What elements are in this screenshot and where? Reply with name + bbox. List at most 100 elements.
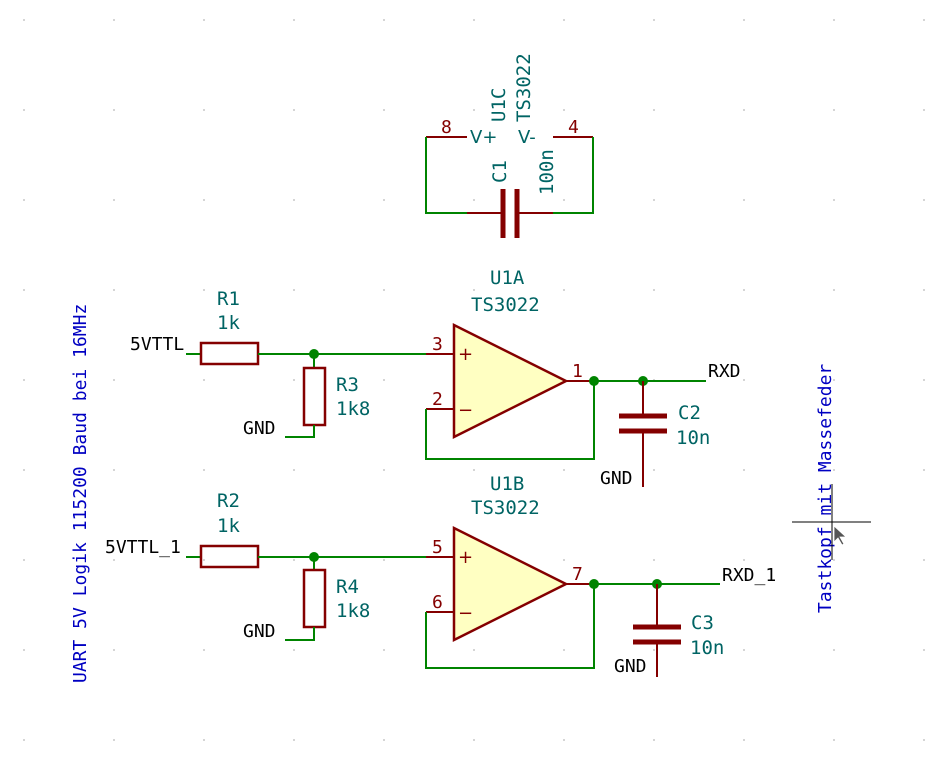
opamp-u1b[interactable]: 5 6 7 + − U1B TS3022	[426, 473, 594, 643]
u1b-pin6-number: 6	[432, 592, 443, 613]
net-label-5vttl: 5VTTL	[130, 334, 184, 355]
grid-dot	[113, 559, 115, 561]
grid-dot	[833, 559, 835, 561]
grid-dot	[833, 739, 835, 741]
grid-dot	[743, 379, 745, 381]
u1b-plus-symbol: +	[458, 547, 473, 568]
grid-dot	[743, 109, 745, 111]
u1a-pin3-number: 3	[432, 334, 443, 355]
resistor-r2[interactable]: R2 1k	[199, 490, 260, 569]
grid-dot	[473, 289, 475, 291]
grid-dot	[743, 559, 745, 561]
resistor-r1[interactable]: R1 1k	[199, 288, 260, 366]
grid-dot	[23, 19, 25, 21]
u1a-ref: U1A	[490, 267, 525, 289]
grid-dot	[383, 109, 385, 111]
grid-dot	[923, 379, 925, 381]
grid-dot	[113, 109, 115, 111]
grid-dot	[833, 199, 835, 201]
wire-u1b-feedback	[425, 584, 595, 669]
grid-dot	[653, 199, 655, 201]
grid-dot	[203, 559, 205, 561]
grid-dot	[653, 739, 655, 741]
pin-8-number: 8	[441, 117, 452, 138]
grid-dot	[293, 109, 295, 111]
net-label-gnd-c3: GND	[614, 656, 647, 677]
grid-dot	[743, 19, 745, 21]
u1b-triangle	[452, 525, 569, 643]
net-label-rxd-1: RXD_1	[722, 565, 776, 586]
grid-dot	[563, 199, 565, 201]
grid-dot	[23, 559, 25, 561]
u1a-plus-symbol: +	[458, 344, 473, 365]
note-tastkopf: Tastkopf mit Massefeder	[815, 364, 836, 613]
grid-dot	[653, 649, 655, 651]
grid-dot	[113, 19, 115, 21]
wire-vplus	[425, 137, 467, 214]
grid-dot	[383, 19, 385, 21]
resistor-r3[interactable]: R3 1k8	[302, 366, 370, 427]
grid-dot	[113, 739, 115, 741]
grid-dot	[563, 739, 565, 741]
opamp-u1a[interactable]: 3 2 1 + − U1A TS3022	[426, 267, 594, 440]
r3-body	[302, 366, 327, 427]
grid-dot	[113, 379, 115, 381]
grid-dot	[293, 199, 295, 201]
r4-value: 1k8	[336, 600, 370, 622]
grid-dot	[23, 379, 25, 381]
u1b-minus-symbol: −	[458, 603, 473, 624]
r4-body	[302, 568, 327, 629]
grid-dot	[383, 739, 385, 741]
c3-ref: C3	[691, 612, 714, 634]
grid-dot	[563, 559, 565, 561]
u1b-value: TS3022	[471, 497, 540, 519]
u1a-triangle	[452, 322, 569, 440]
c1-value: 100n	[536, 149, 558, 195]
resistor-r4[interactable]: R4 1k8	[302, 568, 370, 629]
grid-dot	[743, 739, 745, 741]
grid-dot	[923, 739, 925, 741]
note-uart: UART 5V Logik 115200 Baud bei 16MHz	[70, 304, 91, 683]
grid-dot	[23, 739, 25, 741]
grid-dot	[923, 19, 925, 21]
grid-dot	[293, 649, 295, 651]
grid-dot	[833, 469, 835, 471]
wire-r4-gnd	[285, 627, 315, 641]
u1a-pin2-number: 2	[432, 389, 443, 410]
grid-dot	[203, 379, 205, 381]
grid-dot	[23, 289, 25, 291]
u1a-minus-symbol: −	[458, 400, 473, 421]
grid-dot	[203, 199, 205, 201]
grid-dot	[473, 109, 475, 111]
grid-dot	[833, 649, 835, 651]
u1a-pin1-number: 1	[572, 361, 583, 382]
grid-dot	[743, 199, 745, 201]
net-label-gnd-r3: GND	[243, 418, 276, 439]
grid-dot	[923, 559, 925, 561]
c3-value: 10n	[690, 637, 724, 659]
grid-dot	[473, 19, 475, 21]
u1c-ref: U1C	[488, 88, 510, 122]
grid-dot	[383, 379, 385, 381]
grid-dot	[743, 289, 745, 291]
capacitor-c2[interactable]: C2 10n	[619, 381, 710, 487]
grid-dot	[23, 469, 25, 471]
pin-4-number: 4	[568, 117, 579, 138]
grid-dot	[113, 289, 115, 291]
u1b-pin7-number: 7	[572, 564, 583, 585]
grid-dot	[563, 469, 565, 471]
capacitor-c1[interactable]: C1 100n	[467, 149, 558, 238]
grid-dot	[923, 289, 925, 291]
grid-dot	[203, 649, 205, 651]
power-unit-u1c[interactable]: 8 4 V+ V- U1C TS3022	[426, 53, 593, 148]
grid-dot	[653, 19, 655, 21]
capacitor-c3[interactable]: C3 10n	[633, 584, 724, 677]
grid-dot	[563, 289, 565, 291]
grid-dot	[653, 109, 655, 111]
grid-dot	[113, 649, 115, 651]
r3-value: 1k8	[336, 398, 370, 420]
grid-dot	[473, 469, 475, 471]
grid-dot	[293, 19, 295, 21]
mouse-pointer-icon	[833, 525, 848, 546]
r2-body	[199, 544, 260, 569]
